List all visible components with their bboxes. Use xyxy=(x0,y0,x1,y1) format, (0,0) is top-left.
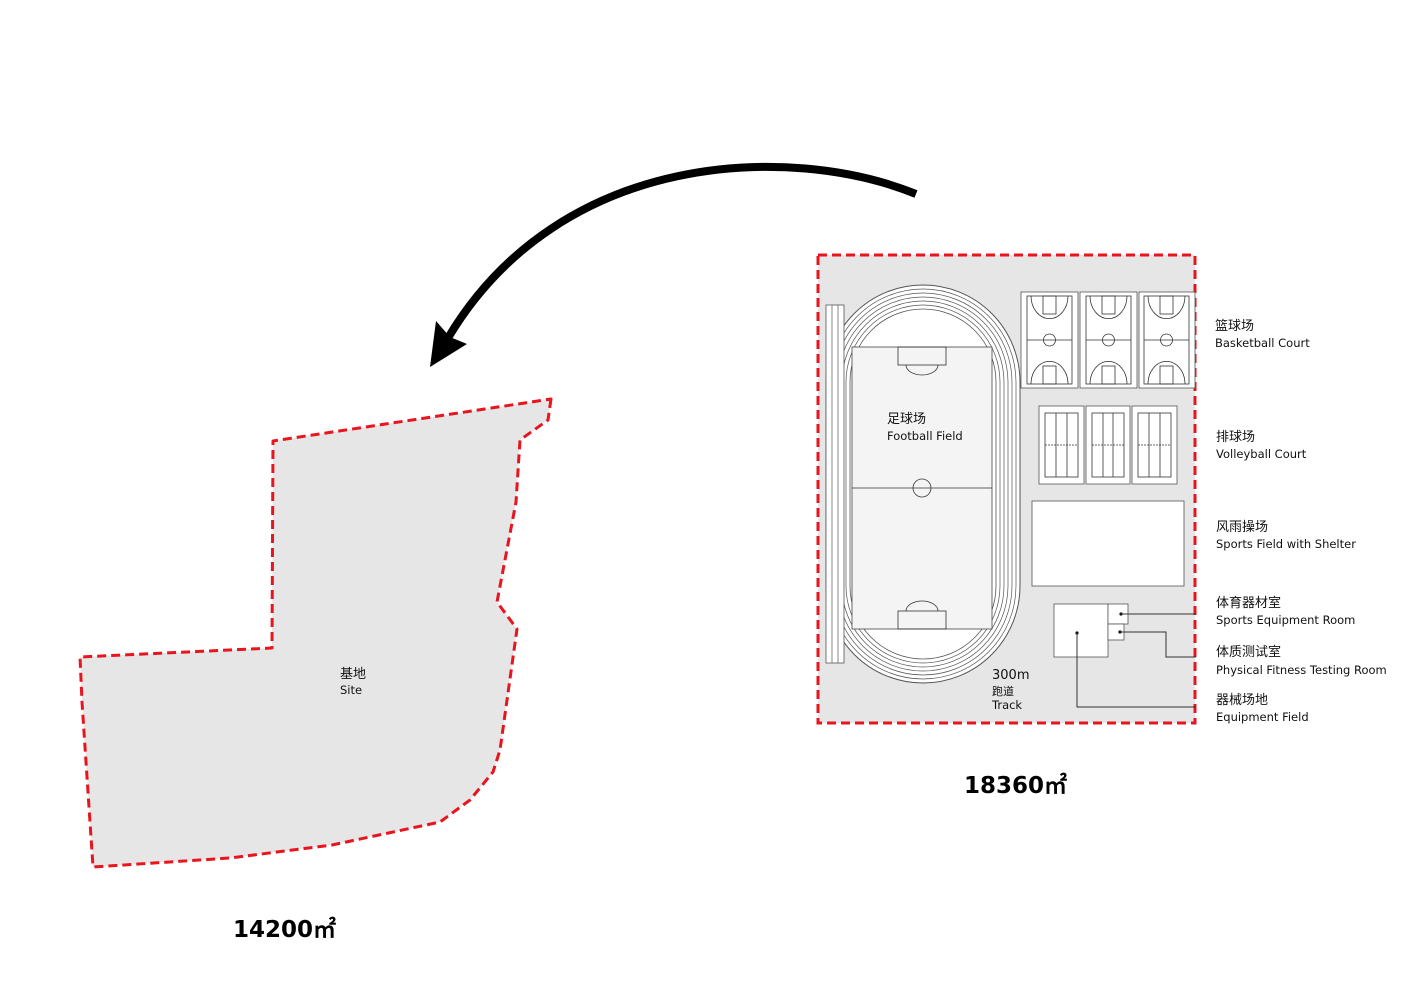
sheltered-sports-field xyxy=(1031,500,1185,587)
volleyball-label-cn: 排球场 xyxy=(1216,430,1255,445)
track-length: 300m xyxy=(992,668,1029,683)
volleyball-court-1 xyxy=(1038,405,1085,485)
volleyball-court-3 xyxy=(1131,405,1178,485)
arrow-head-icon xyxy=(430,321,467,367)
site-label-cn: 基地 xyxy=(340,667,366,682)
equipment-field xyxy=(1053,603,1109,658)
track-label-en: Track xyxy=(991,698,1022,712)
basketball-courts xyxy=(1020,291,1196,389)
fitness-room-label-en: Physical Fitness Testing Room xyxy=(1216,663,1387,677)
basketball-label-en: Basketball Court xyxy=(1215,336,1310,350)
basketball-court-2 xyxy=(1079,291,1138,389)
football-field xyxy=(851,346,993,630)
site-area: 14200㎡ xyxy=(233,916,336,943)
program-area: 18360㎡ xyxy=(964,772,1067,799)
equipment-room-label-en: Sports Equipment Room xyxy=(1216,613,1355,627)
site-label-en: Site xyxy=(340,683,362,697)
volleyball-court-2 xyxy=(1085,405,1131,485)
site-boundary xyxy=(78,397,553,869)
basketball-label-cn: 篮球场 xyxy=(1215,319,1254,334)
relocation-arrow xyxy=(444,162,918,341)
football-label-cn: 足球场 xyxy=(887,412,926,427)
volleyball-courts xyxy=(1038,405,1178,485)
equipment-room-label-cn: 体育器材室 xyxy=(1216,595,1281,611)
leader-lines xyxy=(1075,612,1196,708)
basketball-court-1 xyxy=(1020,291,1079,389)
football-label-en: Football Field xyxy=(887,429,963,443)
equipment-field-label-cn: 器械场地 xyxy=(1216,693,1268,708)
fitness-room-label-cn: 体质测试室 xyxy=(1216,644,1281,660)
shelter-label-cn: 风雨操场 xyxy=(1216,519,1268,535)
basketball-court-3 xyxy=(1138,291,1196,389)
volleyball-label-en: Volleyball Court xyxy=(1216,447,1307,461)
equipment-field-label-en: Equipment Field xyxy=(1216,710,1309,724)
track-label-cn: 跑道 xyxy=(992,684,1014,698)
shelter-label-en: Sports Field with Shelter xyxy=(1216,537,1356,551)
